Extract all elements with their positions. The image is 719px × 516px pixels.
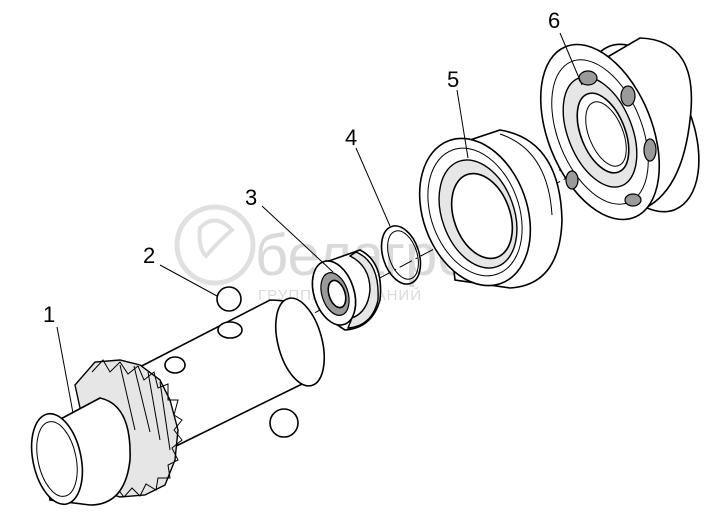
ball-bearing-part <box>539 37 700 221</box>
callout-2: 2 <box>143 243 155 268</box>
needle-bearing-part <box>311 249 382 331</box>
leader-line-2 <box>159 264 218 297</box>
callouts: 1 2 3 4 5 6 <box>43 8 560 327</box>
balls-part <box>216 286 299 438</box>
watermark-logo-circle <box>174 204 256 286</box>
leader-line-3 <box>261 205 334 273</box>
retaining-ring-part <box>380 225 422 285</box>
leader-line-6 <box>559 32 583 86</box>
callout-1: 1 <box>43 302 55 327</box>
callout-6: 6 <box>548 8 560 33</box>
leader-line-5 <box>456 89 469 159</box>
bushing-part <box>418 129 563 289</box>
leader-line-1 <box>56 326 74 414</box>
callout-3: 3 <box>245 185 257 210</box>
callout-4: 4 <box>345 125 357 150</box>
leader-line-4 <box>355 147 391 227</box>
leader-lines <box>56 32 583 414</box>
callout-5: 5 <box>447 67 459 92</box>
gear-shaft-part <box>30 297 326 506</box>
watermark-logo-mark <box>197 218 235 259</box>
